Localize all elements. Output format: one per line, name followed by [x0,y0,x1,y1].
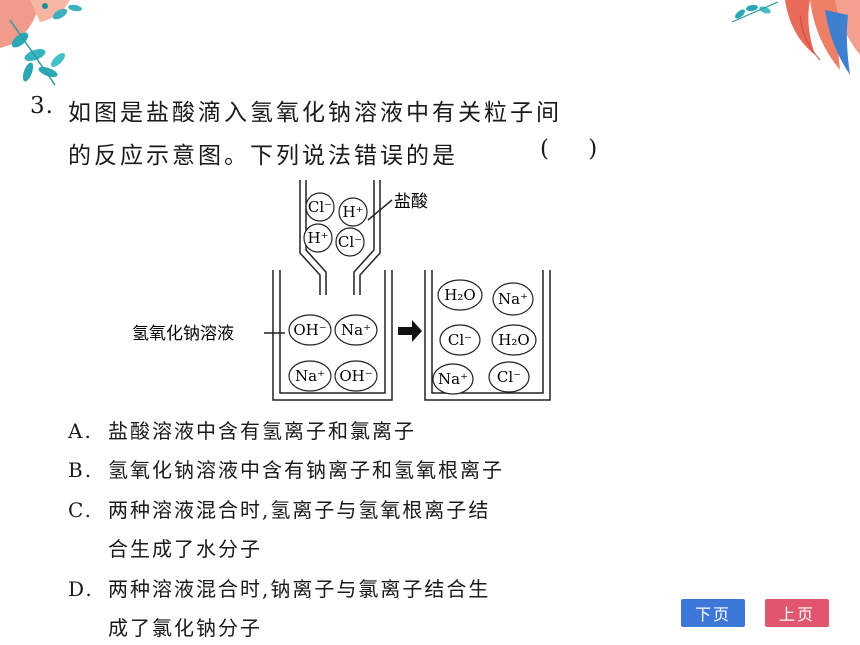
option-letter: A. [68,419,93,443]
left-beaker [272,270,393,401]
right-beaker-particle: H₂O [444,286,475,304]
question-number: 3. [30,93,54,119]
right-beaker-particle: Cl⁻ [497,368,521,386]
option-text: 氢氧化钠溶液中含有钠离子和氢氧根离子 [108,458,504,482]
leaf-decoration-left [0,0,82,86]
option-text: 盐酸溶液中含有氢离子和氯离子 [108,419,416,443]
beaker-label: 氢氧化钠溶液 [132,324,234,344]
option-text: 两种溶液混合时,钠离子与氯离子结合生 [108,577,491,601]
left-beaker-ion: Na⁺ [341,321,371,339]
right-beaker-particle: H₂O [498,331,529,349]
dropper-label: 盐酸 [394,192,428,212]
left-beaker-ion: Na⁺ [295,367,325,385]
option-d-continued: 成了氯化钠分子 [108,616,262,640]
question-stem-line2: 的反应示意图。下列说法错误的是 [68,143,458,169]
dropper-ion: H⁺ [343,203,364,221]
option-c[interactable]: C. 两种溶液混合时,氢离子与氢氧根离子结 [68,494,490,523]
option-letter: D. [68,577,94,601]
option-a[interactable]: A. 盐酸溶液中含有氢离子和氯离子 [68,415,416,444]
reaction-diagram: Cl⁻ H⁺ H⁺ Cl⁻ 盐酸 OH⁻ Na⁺ Na⁺ OH⁻ 氢氧化钠溶液 … [132,180,551,401]
dropper-ion: Cl⁻ [308,198,332,216]
option-b[interactable]: B. 氢氧化钠溶液中含有钠离子和氢氧根离子 [68,454,504,483]
question-stem-line1: 如图是盐酸滴入氢氧化钠溶液中有关粒子间 [68,100,562,126]
option-c-continued: 合生成了水分子 [108,537,262,561]
left-beaker-ion: OH⁻ [339,367,372,385]
leaf-decoration-right [731,0,860,75]
right-beaker [424,270,551,401]
answer-blank: ( ) [540,136,600,162]
right-beaker-particle: Na⁺ [498,290,528,308]
option-text: 两种溶液混合时,氢离子与氢氧根离子结 [108,498,491,522]
dropper-ion: Cl⁻ [338,233,362,251]
option-letter: C. [68,498,93,522]
reaction-arrow [398,320,422,342]
dropper-outline [299,180,321,295]
right-beaker-particle: Na⁺ [438,370,468,388]
dropper-ion: H⁺ [308,229,329,247]
right-beaker-particle: Cl⁻ [448,331,472,349]
previous-page-button[interactable]: 上页 [765,599,829,627]
next-page-button[interactable]: 下页 [681,599,745,627]
option-d[interactable]: D. 两种溶液混合时,钠离子与氯离子结合生 [68,573,490,602]
option-letter: B. [68,458,94,482]
left-beaker-ion: OH⁻ [293,321,326,339]
